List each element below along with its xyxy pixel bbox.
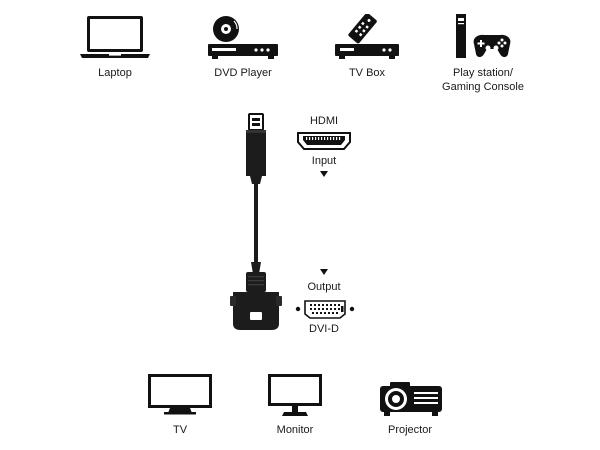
laptop-icon [80,16,150,58]
tv-box-label: TV Box [348,67,386,79]
dvi-direction-label: Output [307,281,341,293]
tv-icon [148,374,212,415]
projector-icon [380,382,442,416]
tv-label: TV [172,424,188,436]
dvi-title: DVI-D [309,323,339,335]
monitor-label: Monitor [276,424,314,436]
hdmi-title: HDMI [309,115,339,127]
input-arrow-down-icon [320,171,328,177]
hdmi-direction-label: Input [311,155,337,167]
hdmi-plug-icon [246,113,266,184]
dvi-plug-icon [230,262,282,330]
projector-label: Projector [387,424,433,436]
game-console-label-line1: Play station/ [453,67,513,79]
monitor-icon [268,374,322,416]
dvi-port-icon [295,300,355,319]
game-console-icon [456,14,511,58]
hdmi-port-icon [297,132,351,150]
game-console-label-line2: Gaming Console [442,81,524,93]
laptop-label: Laptop [98,67,132,79]
output-arrow-down-icon [320,269,328,275]
dvd-player-icon [208,16,278,59]
tv-box-icon [335,14,399,59]
cable-icon [254,180,258,280]
dvd-player-label: DVD Player [214,67,272,79]
